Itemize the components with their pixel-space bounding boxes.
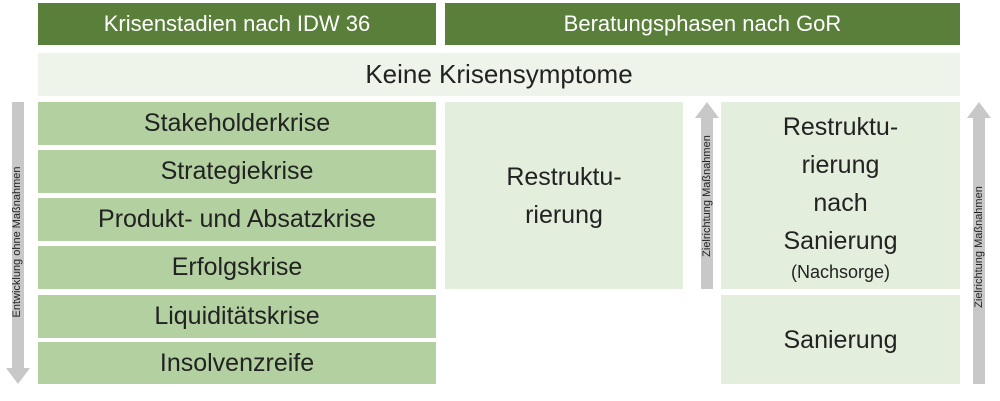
header-beratungsphasen: Beratungsphasen nach GoR	[445, 3, 960, 45]
stage-produkt-absatzkrise: Produkt- und Absatzkrise	[38, 198, 436, 241]
label-entwicklung-ohne-massnahmen: Entwicklung ohne Maßnahmen	[11, 166, 23, 318]
phase-restrukturierung: Restruktu- rierung	[445, 102, 683, 289]
label-zielrichtung-right: Zielrichtung Maßnahmen	[973, 186, 985, 308]
arrow-up-middle	[695, 102, 719, 289]
header-krisenstadien: Krisenstadien nach IDW 36	[38, 3, 436, 45]
stage-erfolgskrise: Erfolgskrise	[38, 246, 436, 289]
phase-sanierung: Sanierung	[721, 295, 960, 384]
stage-stakeholderkrise: Stakeholderkrise	[38, 102, 436, 145]
stage-strategiekrise: Strategiekrise	[38, 150, 436, 193]
arrow-down-left	[6, 102, 30, 384]
label-zielrichtung-middle: Zielrichtung Maßnahmen	[701, 135, 713, 257]
banner-label: Keine Krisensymptome	[365, 59, 633, 89]
header-krisenstadien-label: Krisenstadien nach IDW 36	[103, 11, 371, 36]
header-beratungsphasen-label: Beratungsphasen nach GoR	[563, 11, 842, 36]
arrow-up-right	[967, 102, 991, 384]
stage-insolvenzreife: Insolvenzreife	[38, 342, 436, 384]
stage-liquiditaetskrise: Liquiditätskrise	[38, 295, 436, 338]
phase-restrukturierung-nach-sanierung: Restruktu- rierung nach Sanierung (Nachs…	[721, 102, 960, 289]
banner-keine-krisensymptome: Keine Krisensymptome	[38, 53, 960, 96]
